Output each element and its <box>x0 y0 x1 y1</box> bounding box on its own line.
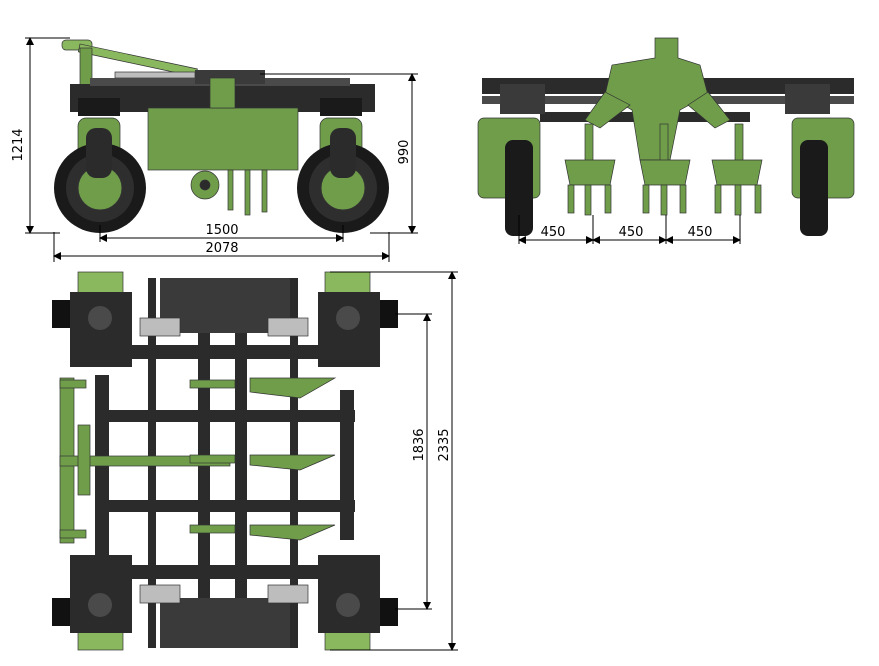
front-view: 450 450 450 <box>477 37 855 244</box>
side-dimensions: 1214 990 1500 2078 <box>11 37 418 262</box>
dim-wheelbase: 1836 <box>412 428 427 461</box>
cultivator-units <box>564 123 763 216</box>
dim-height-total: 1214 <box>11 128 26 161</box>
top-dimensions: 1836 2335 <box>330 271 458 651</box>
front-wheel-right <box>791 117 855 236</box>
dim-track: 1500 <box>205 223 238 238</box>
front-wheel-left <box>477 117 541 236</box>
front-dimensions: 450 450 450 <box>518 215 741 244</box>
top-wheel-fl <box>52 271 181 367</box>
dim-width-total: 2335 <box>437 428 452 461</box>
side-view: 1214 990 1500 2078 <box>11 37 418 262</box>
top-view: 1836 2335 <box>52 271 458 651</box>
dim-spacing-1: 450 <box>541 225 566 240</box>
center-mast <box>604 37 709 161</box>
dim-spacing-2: 450 <box>619 225 644 240</box>
wheel-right <box>297 98 389 233</box>
top-wheel-rl <box>52 555 181 651</box>
top-wheel-rr <box>267 555 398 651</box>
dim-length-total: 2078 <box>205 241 238 256</box>
tines <box>190 169 268 216</box>
dim-height-frame: 990 <box>397 140 412 165</box>
top-wheel-fr <box>267 271 398 367</box>
implement-body <box>147 107 299 171</box>
wheel-left <box>54 98 146 233</box>
top-hitch <box>59 377 231 544</box>
dim-spacing-3: 450 <box>688 225 713 240</box>
top-tines <box>189 377 337 541</box>
